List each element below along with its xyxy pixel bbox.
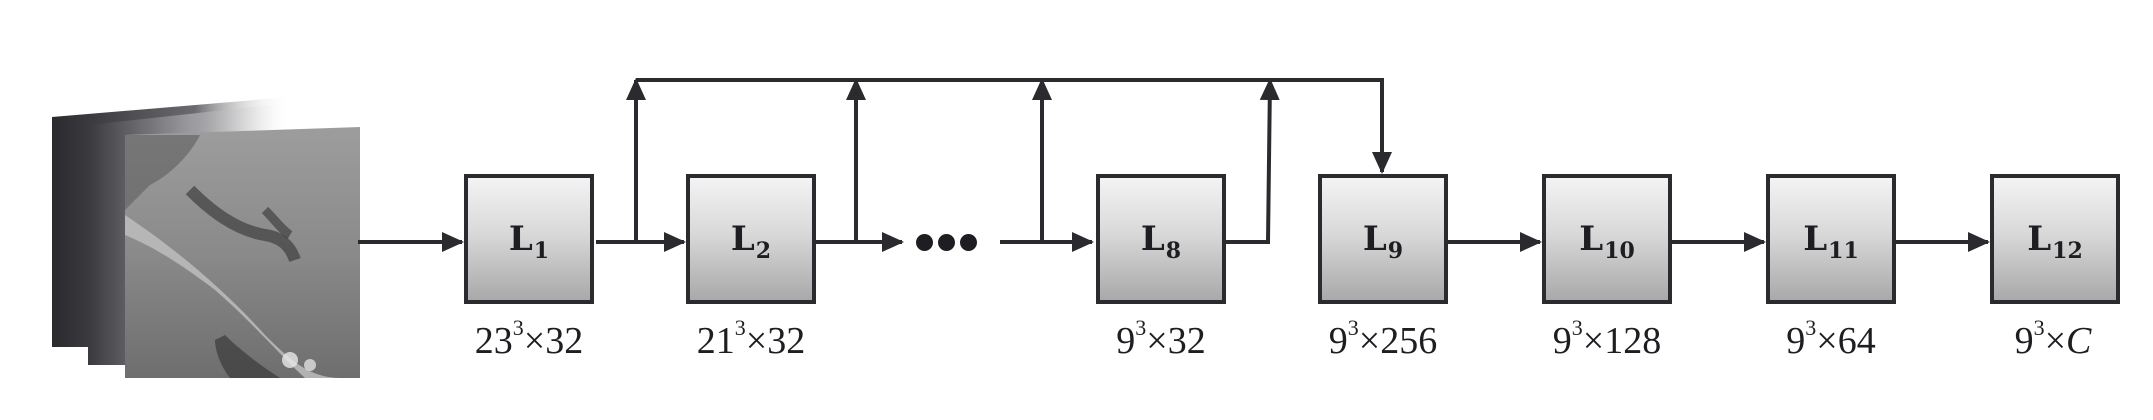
dim-label-l9: 93×256 <box>1328 315 1438 362</box>
dot <box>960 234 977 251</box>
front-slice <box>125 127 360 378</box>
dim-label-l1: 233×32 <box>474 315 584 362</box>
skip-bus-to-l9 <box>636 78 1392 174</box>
dim-label-l10: 93×128 <box>1552 315 1662 362</box>
layer-label: L8 <box>1140 219 1182 264</box>
dim-label-l12: 93×C <box>2014 315 2092 362</box>
dot <box>916 234 933 251</box>
layer-box-l12: L12 <box>1990 174 2120 304</box>
layer-label: L12 <box>2027 219 2083 264</box>
layer-label: L9 <box>1362 219 1404 264</box>
dim-label-l8: 93×32 <box>1116 315 1206 362</box>
layer-label: L1 <box>508 219 550 264</box>
dim-label-l11: 93×64 <box>1786 315 1876 362</box>
layer-box-l10: L10 <box>1542 174 1672 304</box>
ellipsis-dots <box>914 226 978 258</box>
layer-label: L2 <box>730 219 772 264</box>
skip-up-after-l8 <box>1226 78 1280 244</box>
layer-box-l9: L9 <box>1318 174 1448 304</box>
dim-label-l2: 213×32 <box>696 315 806 362</box>
layer-box-l2: L2 <box>686 174 816 304</box>
layer-box-l1: L1 <box>464 174 594 304</box>
layer-box-l11: L11 <box>1766 174 1896 304</box>
layer-label: L10 <box>1579 219 1635 264</box>
dot <box>938 234 955 251</box>
input-image-stack <box>52 97 360 378</box>
layer-label: L11 <box>1803 219 1859 264</box>
layer-box-l8: L8 <box>1096 174 1226 304</box>
